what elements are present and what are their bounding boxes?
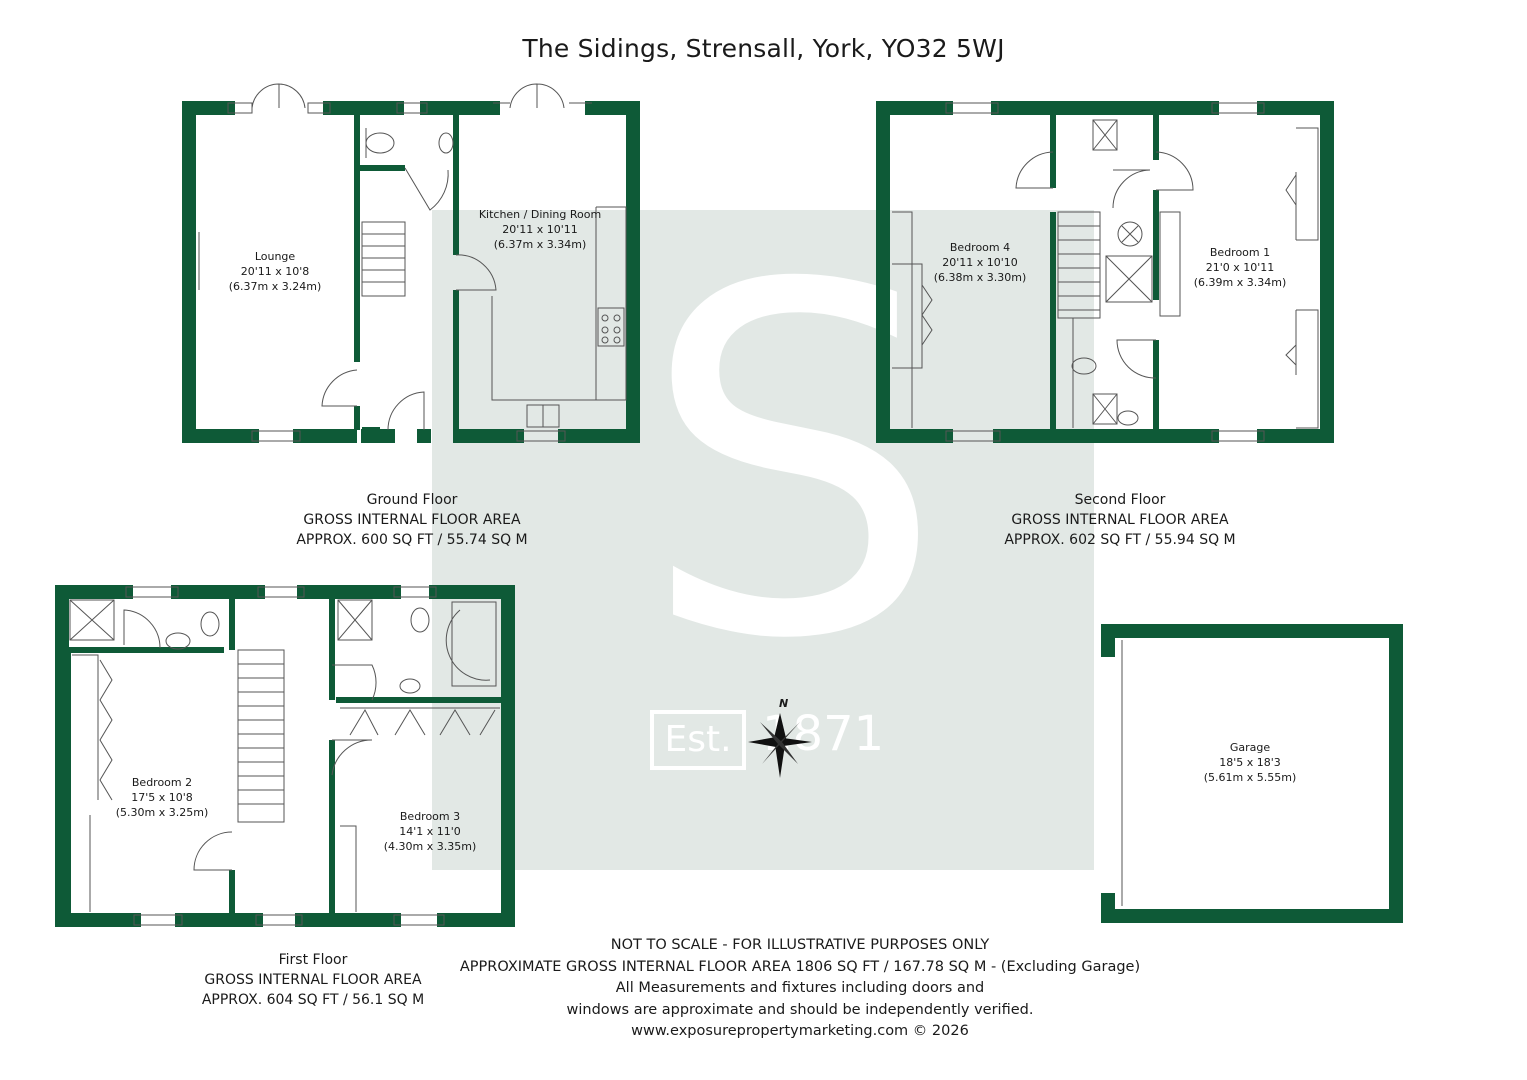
room-size-imperial: 18'5 x 18'3 <box>1219 756 1281 769</box>
room-size-imperial: 14'1 x 11'0 <box>399 825 461 838</box>
room-label-bedroom-4: Bedroom 4 20'11 x 10'10 (6.38m x 3.30m) <box>910 240 1050 285</box>
floor-area-heading: GROSS INTERNAL FLOOR AREA <box>1011 512 1229 528</box>
watermark-est-box: Est. <box>650 710 746 770</box>
floor-area-heading: GROSS INTERNAL FLOOR AREA <box>303 512 521 528</box>
disclaimer-footer: NOT TO SCALE - FOR ILLUSTRATIVE PURPOSES… <box>400 935 1200 1043</box>
room-label-kitchen: Kitchen / Dining Room 20'11 x 10'11 (6.3… <box>462 207 618 252</box>
room-label-bedroom-1: Bedroom 1 21'0 x 10'11 (6.39m x 3.34m) <box>1170 245 1310 290</box>
property-address-title: The Sidings, Strensall, York, YO32 5WJ <box>522 34 1005 63</box>
room-size-imperial: 21'0 x 10'11 <box>1205 261 1275 274</box>
compass-rose <box>748 713 812 778</box>
room-size-imperial: 20'11 x 10'10 <box>942 256 1018 269</box>
disclaimer-not-to-scale: NOT TO SCALE - FOR ILLUSTRATIVE PURPOSES… <box>610 937 990 953</box>
room-label-bedroom-3: Bedroom 3 14'1 x 11'0 (4.30m x 3.35m) <box>360 809 500 854</box>
floor-name: Second Floor <box>1074 492 1166 508</box>
floor-name: First Floor <box>278 952 348 968</box>
room-name: Bedroom 3 <box>399 810 461 823</box>
room-size-imperial: 17'5 x 10'8 <box>131 791 193 804</box>
room-label-lounge: Lounge 20'11 x 10'8 (6.37m x 3.24m) <box>205 249 345 294</box>
room-size-metric: (6.39m x 3.34m) <box>1193 276 1287 289</box>
room-name: Bedroom 1 <box>1209 246 1271 259</box>
disclaimer-copyright: www.exposurepropertymarketing.com © 2026 <box>631 1023 969 1039</box>
room-size-metric: (5.61m x 5.55m) <box>1203 771 1297 784</box>
room-size-imperial: 20'11 x 10'11 <box>502 223 578 236</box>
room-name: Lounge <box>254 250 296 263</box>
second-floor-walls <box>876 101 1334 443</box>
room-name: Bedroom 4 <box>949 241 1011 254</box>
floor-area-value: APPROX. 600 SQ FT / 55.74 SQ M <box>296 532 528 548</box>
room-name: Kitchen / Dining Room <box>478 208 602 221</box>
compass-north-label: N <box>779 697 789 710</box>
room-size-metric: (6.37m x 3.24m) <box>228 280 322 293</box>
room-size-metric: (4.30m x 3.35m) <box>383 840 477 853</box>
disclaimer-verify: windows are approximate and should be in… <box>566 1001 1034 1018</box>
room-size-metric: (5.30m x 3.25m) <box>115 806 209 819</box>
garage-walls <box>1101 624 1403 923</box>
first-floor-walls <box>55 585 515 927</box>
room-label-bedroom-2: Bedroom 2 17'5 x 10'8 (5.30m x 3.25m) <box>92 775 232 820</box>
disclaimer-measurements: All Measurements and fixtures including … <box>615 980 985 996</box>
ground-floor-caption: Ground Floor GROSS INTERNAL FLOOR AREA A… <box>262 490 562 550</box>
watermark-panel <box>432 210 1094 870</box>
disclaimer-total-area: APPROXIMATE GROSS INTERNAL FLOOR AREA 18… <box>459 958 1141 975</box>
floor-area-value: APPROX. 602 SQ FT / 55.94 SQ M <box>1004 532 1236 548</box>
room-name: Garage <box>1229 741 1271 754</box>
room-size-imperial: 20'11 x 10'8 <box>240 265 310 278</box>
room-name: Bedroom 2 <box>131 776 193 789</box>
second-floor-caption: Second Floor GROSS INTERNAL FLOOR AREA A… <box>970 490 1270 550</box>
ground-floor-walls <box>182 101 640 443</box>
room-size-metric: (6.38m x 3.30m) <box>933 271 1027 284</box>
floor-name: Ground Floor <box>366 492 458 508</box>
room-size-metric: (6.37m x 3.34m) <box>493 238 587 251</box>
first-floor-caption: First Floor GROSS INTERNAL FLOOR AREA AP… <box>163 950 463 1010</box>
room-label-garage: Garage 18'5 x 18'3 (5.61m x 5.55m) <box>1180 740 1320 785</box>
floor-area-heading: GROSS INTERNAL FLOOR AREA <box>204 972 422 988</box>
floor-area-value: APPROX. 604 SQ FT / 56.1 SQ M <box>201 992 425 1008</box>
